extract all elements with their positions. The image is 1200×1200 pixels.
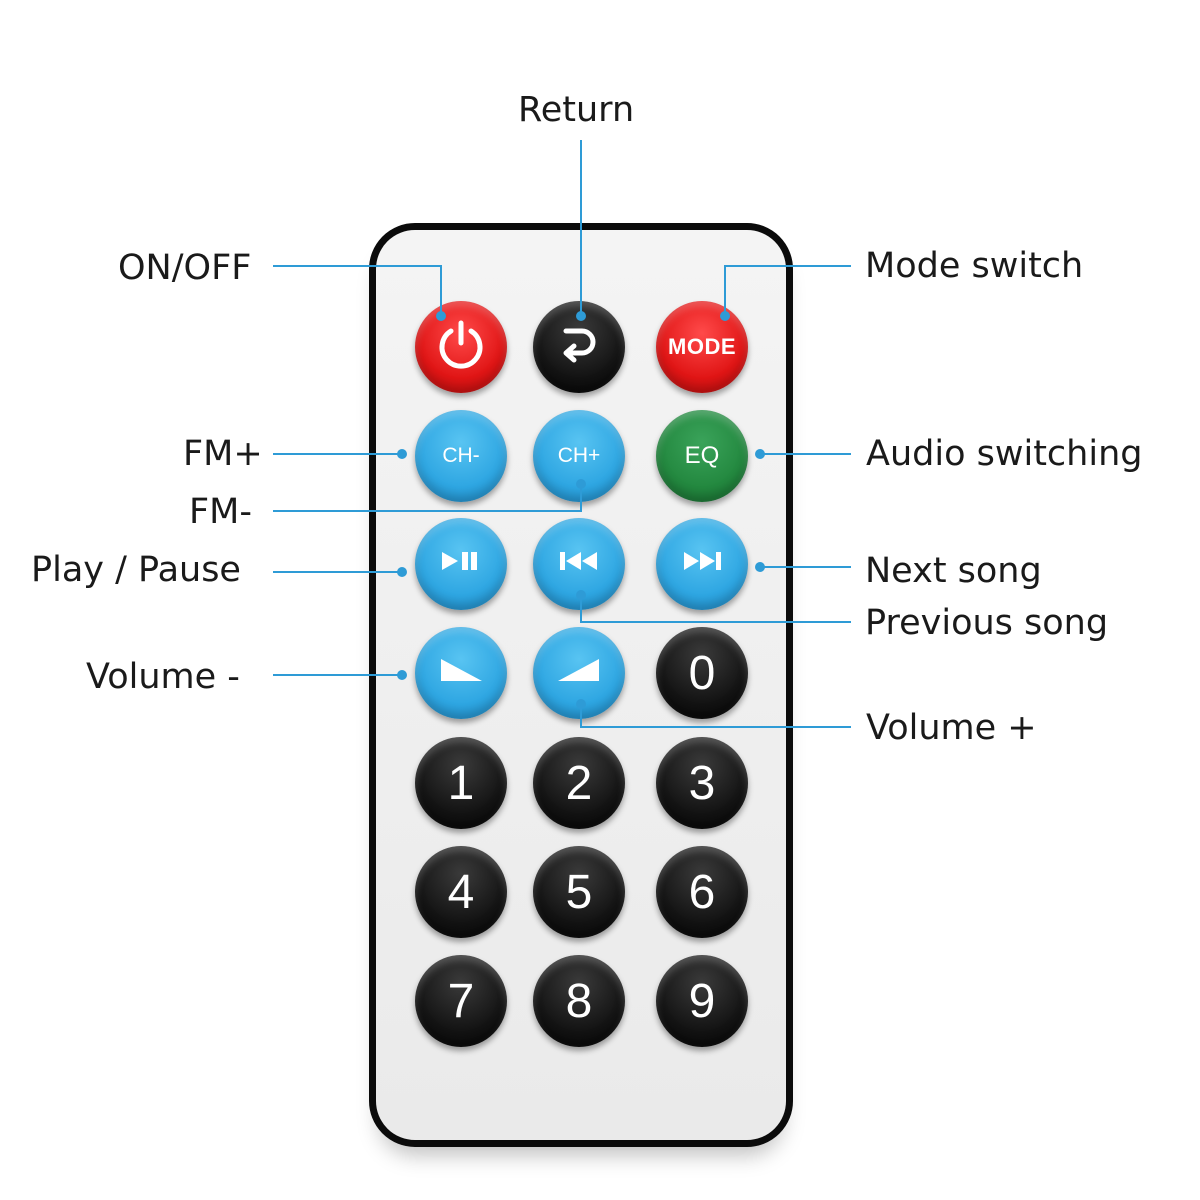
- return-arrow-icon: [552, 317, 606, 377]
- label-fm-plus: FM+: [183, 434, 263, 474]
- label-return: Return: [518, 90, 635, 130]
- power-icon: [434, 317, 488, 377]
- digit-8-label: 8: [565, 974, 593, 1028]
- label-next-song: Next song: [865, 551, 1042, 591]
- mode-button[interactable]: MODE: [656, 301, 748, 393]
- ch-minus-label: CH-: [442, 444, 480, 467]
- volume-up-button[interactable]: [533, 627, 625, 719]
- label-audio-switching: Audio switching: [866, 434, 1143, 474]
- next-song-button[interactable]: [656, 518, 748, 610]
- digit-2-button[interactable]: 2: [533, 737, 625, 829]
- play-pause-button[interactable]: [415, 518, 507, 610]
- label-on-off: ON/OFF: [118, 248, 252, 288]
- next-track-icon: [679, 546, 725, 582]
- ch-minus-button[interactable]: CH-: [415, 410, 507, 502]
- volume-up-icon: [554, 655, 604, 691]
- eq-button[interactable]: EQ: [656, 410, 748, 502]
- digit-7-button[interactable]: 7: [415, 955, 507, 1047]
- eq-button-label: EQ: [684, 442, 720, 469]
- digit-8-button[interactable]: 8: [533, 955, 625, 1047]
- digit-0-button[interactable]: 0: [656, 627, 748, 719]
- label-volume-plus: Volume +: [866, 708, 1037, 748]
- digit-6-label: 6: [688, 865, 716, 919]
- mode-button-label: MODE: [668, 334, 736, 359]
- label-previous-song: Previous song: [865, 603, 1109, 643]
- label-volume-minus: Volume -: [86, 657, 240, 697]
- label-fm-minus: FM-: [189, 492, 252, 532]
- power-button[interactable]: [415, 301, 507, 393]
- label-play-pause: Play / Pause: [31, 550, 241, 590]
- ch-plus-label: CH+: [557, 444, 601, 467]
- volume-down-icon: [436, 655, 486, 691]
- play-pause-icon: [438, 546, 484, 582]
- digit-6-button[interactable]: 6: [656, 846, 748, 938]
- digit-9-button[interactable]: 9: [656, 955, 748, 1047]
- digit-4-label: 4: [447, 865, 475, 919]
- previous-track-icon: [556, 546, 602, 582]
- digit-1-button[interactable]: 1: [415, 737, 507, 829]
- digit-4-button[interactable]: 4: [415, 846, 507, 938]
- ch-plus-button[interactable]: CH+: [533, 410, 625, 502]
- digit-5-label: 5: [565, 865, 593, 919]
- digit-3-label: 3: [688, 756, 716, 810]
- digit-0-label: 0: [688, 646, 716, 700]
- return-button[interactable]: [533, 301, 625, 393]
- volume-down-button[interactable]: [415, 627, 507, 719]
- digit-9-label: 9: [688, 974, 716, 1028]
- digit-3-button[interactable]: 3: [656, 737, 748, 829]
- digit-5-button[interactable]: 5: [533, 846, 625, 938]
- previous-song-button[interactable]: [533, 518, 625, 610]
- digit-7-label: 7: [447, 974, 475, 1028]
- digit-2-label: 2: [565, 756, 593, 810]
- digit-1-label: 1: [447, 756, 475, 810]
- label-mode-switch: Mode switch: [865, 246, 1084, 286]
